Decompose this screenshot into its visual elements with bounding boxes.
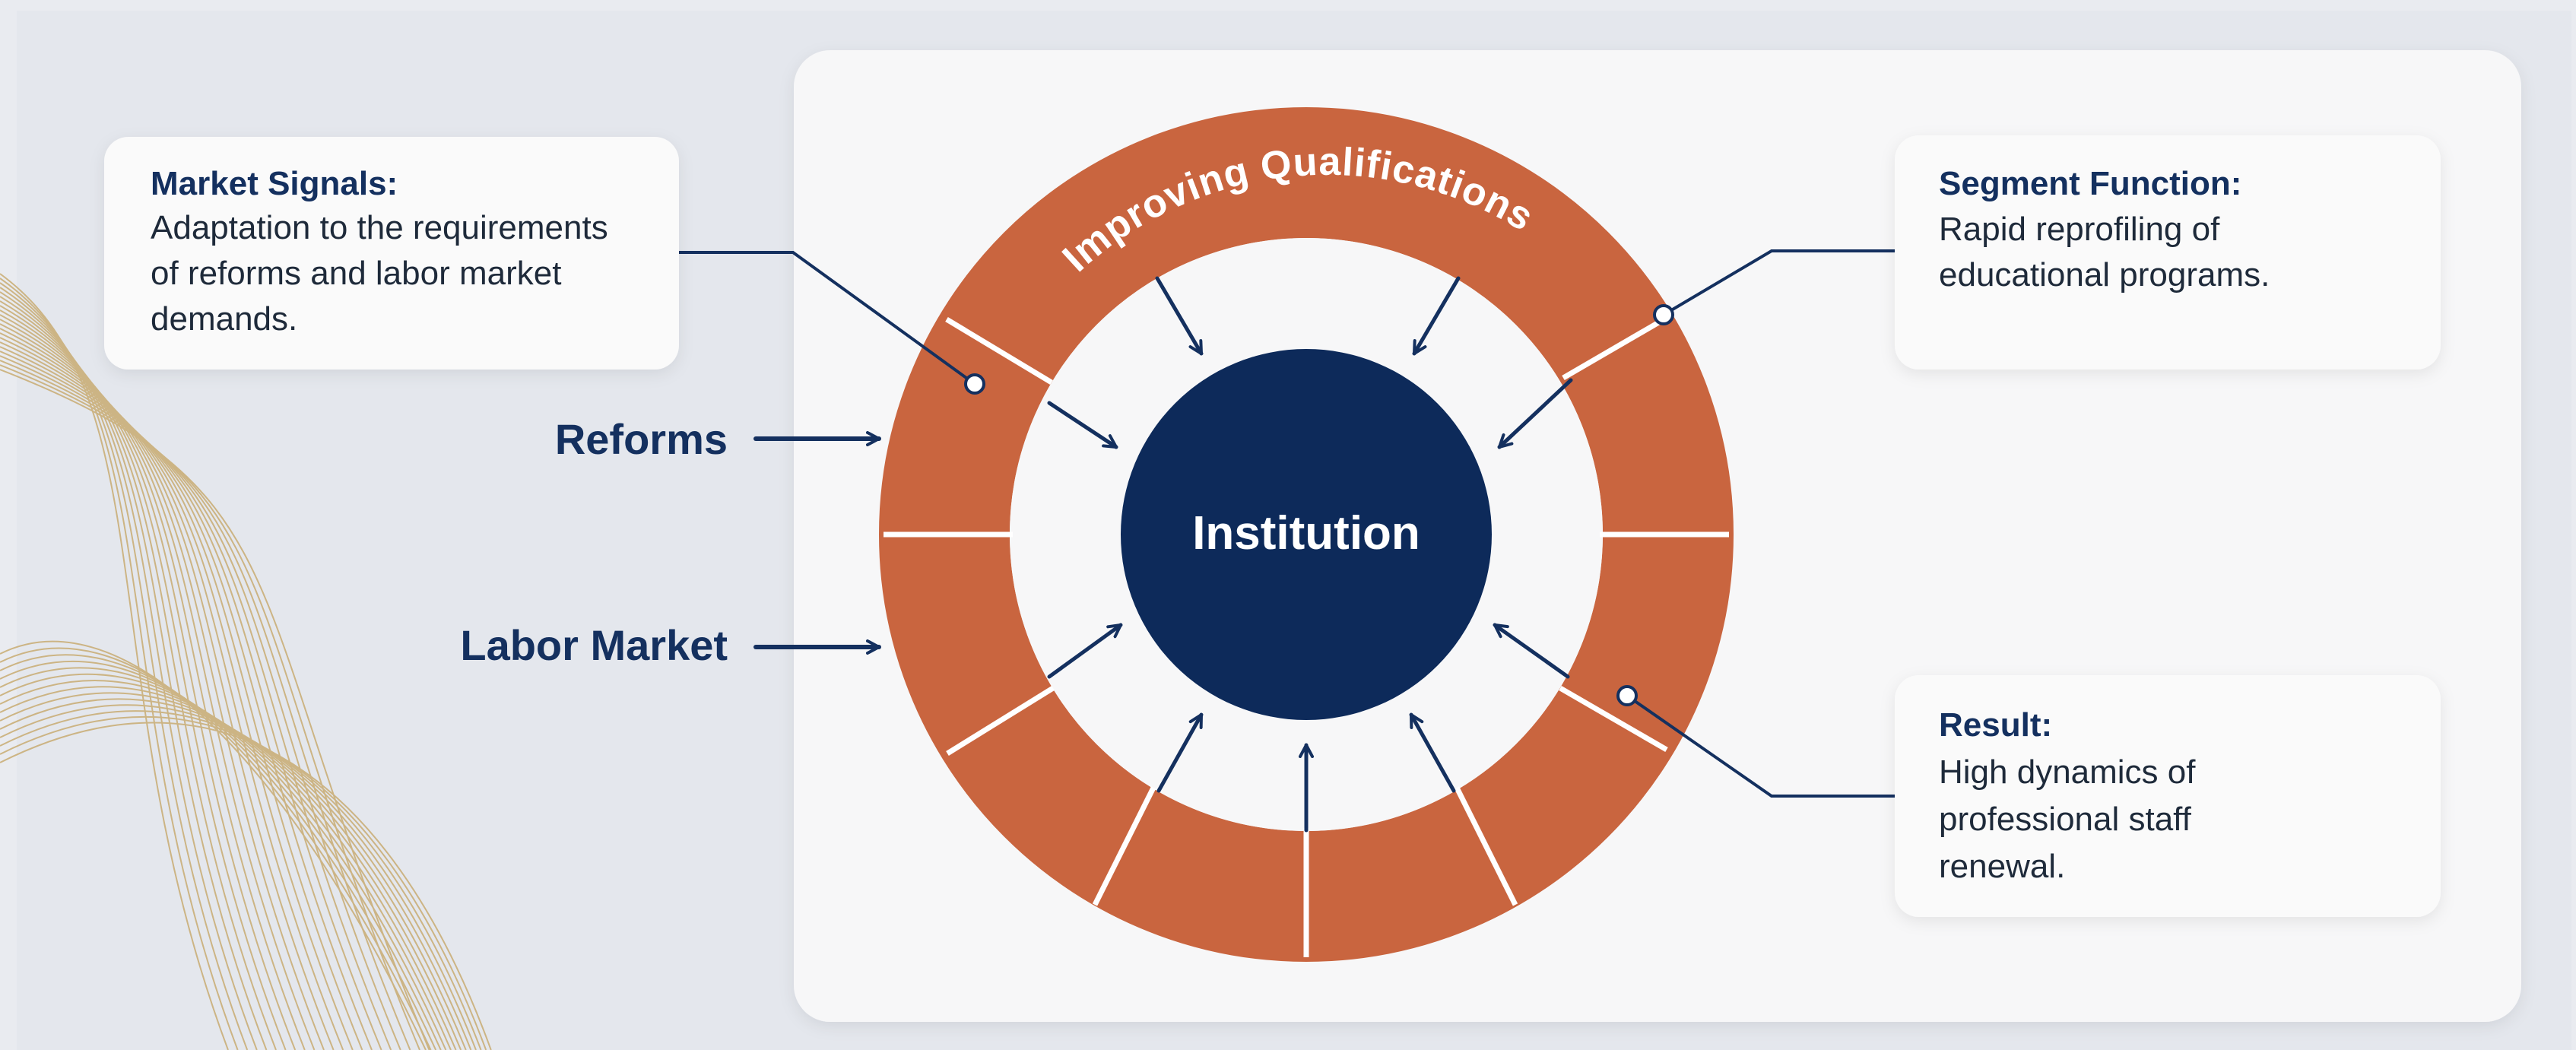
institution-circle [1121, 349, 1492, 720]
decorative-curve [0, 328, 344, 1050]
decorative-lines [0, 273, 492, 1050]
inward-arrow [1156, 712, 1204, 793]
inward-arrows [1047, 276, 1573, 833]
result-leader [1626, 694, 1895, 798]
decorative-curve [0, 323, 335, 1050]
segment-function-dot [1653, 304, 1674, 325]
ring-separators [884, 315, 1729, 957]
card-body-line: of reforms and labor market [151, 255, 561, 292]
card-background [1895, 675, 2441, 917]
decorative-curve [0, 351, 392, 1050]
decorative-curve [0, 640, 427, 1050]
decorative-curve [0, 341, 373, 1050]
decorative-curve [0, 364, 420, 1050]
market-signals-leader [679, 251, 976, 385]
card-body-line: professional staff [1939, 801, 2192, 838]
decorative-curve [0, 698, 472, 1050]
card-body-line: renewal. [1939, 848, 2065, 885]
card-title: Market Signals: [151, 165, 398, 202]
market-signals-card: Market Signals: Adaptation to the requir… [104, 137, 679, 370]
decorative-curve [0, 319, 325, 1050]
decorative-curve [0, 360, 411, 1050]
ring-separator [1454, 786, 1518, 906]
card-title: Segment Function: [1939, 165, 2241, 202]
ring-separator [1562, 315, 1668, 381]
card-body-line: Adaptation to the requirements [151, 209, 608, 246]
decorative-curve [0, 332, 354, 1050]
decorative-curve [0, 314, 316, 1050]
labor-market-label: Labor Market [460, 621, 728, 669]
card-body-line: demands. [151, 300, 297, 338]
institution-label: Institution [1192, 507, 1420, 560]
decorative-curve [0, 722, 492, 1050]
ring-separator [1559, 685, 1668, 753]
ring-separator [1092, 786, 1156, 906]
decorative-curve [0, 654, 437, 1050]
inward-arrow [1409, 712, 1456, 793]
decorative-curve [0, 346, 382, 1050]
card-background [104, 137, 679, 370]
decorative-curve [0, 300, 287, 1050]
decorative-curve [0, 309, 306, 1050]
card-body-line: Rapid reprofiling of [1939, 211, 2220, 248]
leader-dots [964, 304, 1674, 706]
decorative-curve [0, 704, 477, 1050]
inward-arrow [1493, 623, 1570, 679]
decorative-curve [0, 686, 462, 1050]
ring-separator [945, 317, 1053, 385]
inward-arrow [1412, 276, 1461, 356]
inward-arrow [1047, 623, 1123, 679]
leader-lines [679, 249, 1895, 798]
decorative-curve [0, 305, 297, 1050]
reforms-label: Reforms [555, 415, 728, 463]
result-card: Result: High dynamics of professional st… [1895, 675, 2441, 917]
card-background [1895, 135, 2441, 370]
inward-arrow [1155, 276, 1204, 356]
segment-function-card: Segment Function: Rapid reprofiling of e… [1895, 135, 2441, 370]
decorative-curve [0, 710, 482, 1050]
decorative-curve [0, 337, 363, 1050]
segment-function-leader [1662, 249, 1895, 316]
card-title: Result: [1939, 706, 2052, 744]
inward-arrow [1047, 401, 1118, 449]
market-signals-dot [964, 373, 985, 395]
decorative-curve [0, 667, 447, 1050]
card-body-line: High dynamics of [1939, 753, 2196, 791]
decorative-curve [0, 692, 467, 1050]
inward-arrow [1497, 378, 1573, 449]
result-dot [1616, 685, 1638, 706]
card-body-line: educational programs. [1939, 256, 2270, 293]
ring-separator [946, 686, 1055, 756]
